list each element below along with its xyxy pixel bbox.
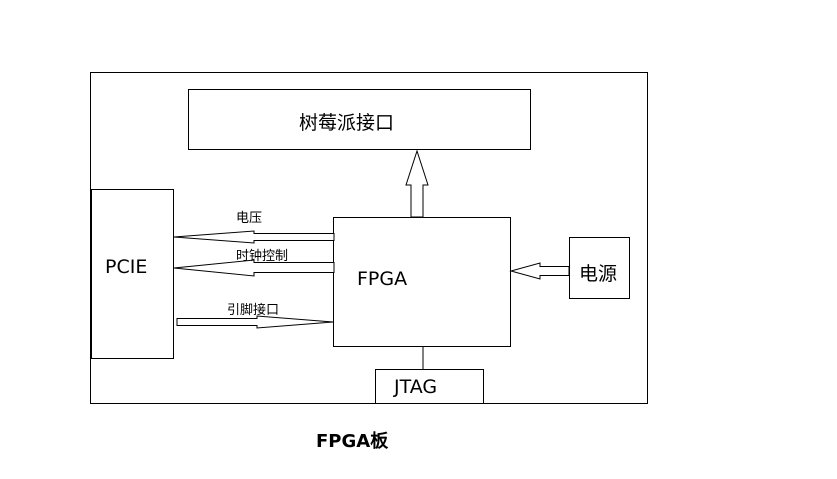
- voltage-arrow: [173, 230, 335, 244]
- pin-interface-label: 引脚接口: [227, 303, 280, 318]
- pcie-block: [90, 189, 174, 359]
- jtag-block: [375, 369, 484, 404]
- fpga-to-raspberry-arrow: [405, 149, 429, 218]
- voltage-label: 电压: [236, 211, 263, 226]
- fpga-label: FPGA: [357, 268, 408, 290]
- power-label: 电源: [579, 263, 618, 285]
- power-block: [569, 237, 630, 299]
- power-to-fpga-arrow: [509, 262, 570, 280]
- pcie-label: PCIE: [105, 256, 148, 278]
- raspberry-interface-block: [188, 89, 531, 150]
- fpga-block: [333, 217, 511, 347]
- jtag-label: JTAG: [394, 376, 438, 398]
- raspberry-interface-label: 树莓派接口: [299, 112, 395, 134]
- clock-control-arrow: [173, 259, 335, 277]
- board-caption: FPGA板: [316, 431, 389, 452]
- clock-control-label: 时钟控制: [236, 249, 289, 264]
- pin-interface-arrow: [176, 315, 334, 329]
